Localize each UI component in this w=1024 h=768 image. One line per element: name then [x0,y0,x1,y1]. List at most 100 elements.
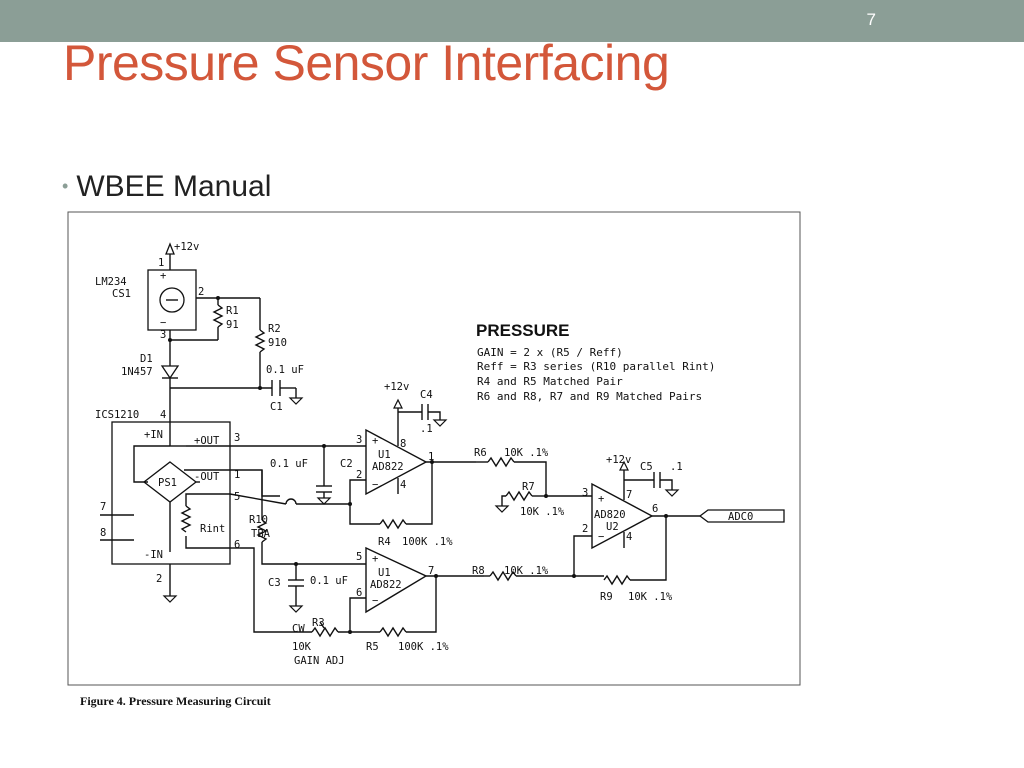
label-pin-out-m: -OUT [194,471,220,483]
label-u2: U2 [606,521,619,533]
label-r10: R10 [249,514,268,526]
label-p5: 5 [234,491,240,503]
ics1210-sensor [100,421,231,603]
label-r7: R7 [522,481,535,493]
label-c4v: .1 [420,423,433,435]
label-cw: CW [292,623,305,635]
label-pin2: 2 [198,286,204,298]
lm234-current-source [147,242,266,388]
label-r8v: 10K .1% [504,565,549,577]
label-pin3: 3 [160,329,166,341]
label-c1v: 0.1 uF [266,364,304,376]
note-3: R4 and R5 Matched Pair [477,375,623,388]
label-p7: 7 [100,501,106,513]
label-u1a-p8: 8 [400,438,406,450]
label-ics4: 4 [160,409,166,421]
label-u2-p2: 2 [582,523,588,535]
label-minus-u1a: − [372,479,378,491]
label-r5v: 100K .1% [398,641,449,653]
label-c3: C3 [268,577,281,589]
note-4: R6 and R8, R7 and R9 Matched Pairs [477,390,702,403]
label-pin-in-m: -IN [144,549,163,561]
label-cs1: CS1 [112,288,131,300]
label-c3v: 0.1 uF [310,575,348,587]
label-u1a-part: AD822 [372,461,404,473]
label-r2: R2 [268,323,281,335]
label-u2-p4: 4 [626,531,632,543]
label-c2v: 0.1 uF [270,458,308,470]
label-d1: D1 [140,353,153,365]
label-u1a-p2: 2 [356,469,362,481]
label-plus-u1a: + [372,435,378,447]
label-r9: R9 [600,591,613,603]
label-u1a-p4: 4 [400,479,406,491]
label-p6: 6 [234,539,240,551]
label-ics: ICS1210 [95,409,139,421]
label-minus-u2: − [598,531,604,543]
label-u1a-p3: 3 [356,434,362,446]
slide-title: Pressure Sensor Interfacing [63,35,670,91]
note-1: GAIN = 2 x (R5 / Reff) [477,346,623,359]
pressure-notes: PRESSURE GAIN = 2 x (R5 / Reff) Reff = R… [476,321,715,403]
label-r10v: TBA [251,528,271,540]
label-p1: 1 [234,469,240,481]
label-minus-cs: − [160,317,166,329]
bullet-dot: • [62,176,69,196]
label-c1: C1 [270,401,283,413]
label-v12a: +12v [174,241,199,253]
label-r3: R3 [312,617,325,629]
label-pin-in: +IN [144,429,163,441]
label-u2-p6: 6 [652,503,658,515]
label-c2: C2 [340,458,353,470]
label-u2-p3: 3 [582,487,588,499]
figure-frame [67,211,801,686]
bullet-text: WBEE Manual [76,170,272,203]
label-lm234: LM234 [95,276,127,288]
label-d1v: 1N457 [121,366,153,378]
label-r4v: 100K .1% [402,536,453,548]
label-rint: Rint [200,523,225,535]
component-labels: +12v 1 + − 2 3 LM234 CS1 R1 91 R2 910 D1… [95,241,753,667]
notes-heading: PRESSURE [476,321,570,340]
label-r9v: 10K .1% [628,591,673,603]
label-p8: 8 [100,527,106,539]
label-v12c: +12v [606,454,631,466]
u2-wiring [476,456,785,586]
label-plus-cs: + [160,270,166,282]
label-u1b-p7: 7 [428,565,434,577]
top-bar: 7 [0,0,1024,42]
label-u2-p7: 7 [626,489,632,501]
label-pin1: 1 [158,257,164,269]
label-r4: R4 [378,536,391,548]
label-r1v: 91 [226,319,239,331]
label-u1b-p6: 6 [356,587,362,599]
label-c5v: .1 [670,461,683,473]
label-r2v: 910 [268,337,287,349]
label-p3: 3 [234,432,240,444]
label-r7v: 10K .1% [520,506,565,518]
label-ps1: PS1 [158,477,177,489]
label-r3v: 10K [292,641,312,653]
label-ics2: 2 [156,573,162,585]
label-plus-u1b: + [372,553,378,565]
label-u1a: U1 [378,449,391,461]
u1b-wiring [230,470,484,638]
label-v12b: +12v [384,381,409,393]
slide-number: 7 [866,10,876,29]
label-r6v: 10K .1% [504,447,549,459]
label-r5: R5 [366,641,379,653]
label-u1b-p5: 5 [356,551,362,563]
label-r1: R1 [226,305,239,317]
label-r8: R8 [472,565,485,577]
label-u1a-p1: 1 [428,451,434,463]
label-plus-u2: + [598,493,604,505]
label-c5: C5 [640,461,653,473]
label-u2-part: AD820 [594,509,626,521]
diode-d1 [160,365,304,422]
label-gain-adj: GAIN ADJ [294,655,345,667]
label-r6: R6 [474,447,487,459]
label-adc: ADC0 [728,511,753,523]
label-u1b: U1 [378,567,391,579]
note-2: Reff = R3 series (R10 parallel Rint) [477,360,715,373]
